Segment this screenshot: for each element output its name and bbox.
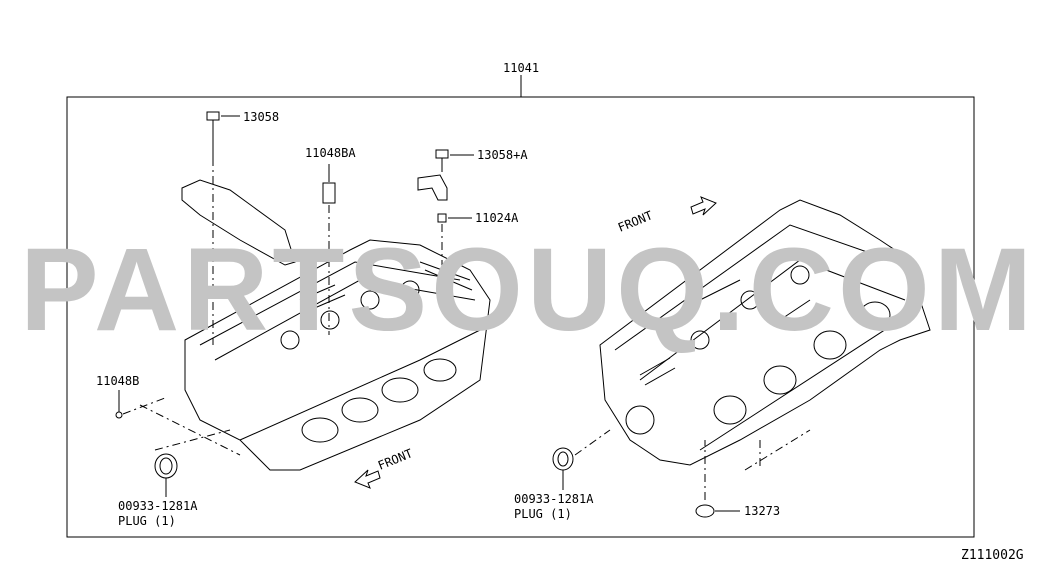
label-plug-right-name: PLUG (1) (514, 507, 572, 521)
front-cover-plate[interactable] (181, 179, 296, 266)
watermark: PARTSOUQ.COM (20, 224, 1036, 356)
cylinder-head-right[interactable] (599, 199, 931, 466)
svg-text:FRONT: FRONT (376, 446, 415, 473)
label-plug-right-number: 00933-1281A (514, 492, 594, 506)
assembly-number: 11041 (503, 61, 539, 75)
cylinder-head-left[interactable] (184, 239, 491, 471)
figure-code: Z111002G (961, 548, 1024, 563)
bolt-13058[interactable] (206, 111, 240, 345)
label-11048BA: 11048BA (305, 146, 356, 160)
part-11024A[interactable] (437, 213, 472, 300)
label-13273: 13273 (744, 504, 780, 518)
label-plug-left-number: 00933-1281A (118, 499, 198, 513)
label-13058A: 13058+A (477, 148, 528, 162)
part-13273[interactable] (695, 504, 715, 518)
label-11048B: 11048B (96, 374, 139, 388)
label-11024A: 11024A (475, 211, 519, 225)
label-13058: 13058 (243, 110, 279, 124)
dowel-11048BA[interactable] (322, 164, 336, 335)
plug-right[interactable] (552, 447, 574, 471)
bracket[interactable] (417, 174, 448, 201)
dowel-11048B[interactable] (115, 411, 123, 419)
front-arrow-left: FRONT (354, 446, 415, 489)
bolt-13058A[interactable] (435, 149, 474, 172)
label-plug-left-name: PLUG (1) (118, 514, 176, 528)
